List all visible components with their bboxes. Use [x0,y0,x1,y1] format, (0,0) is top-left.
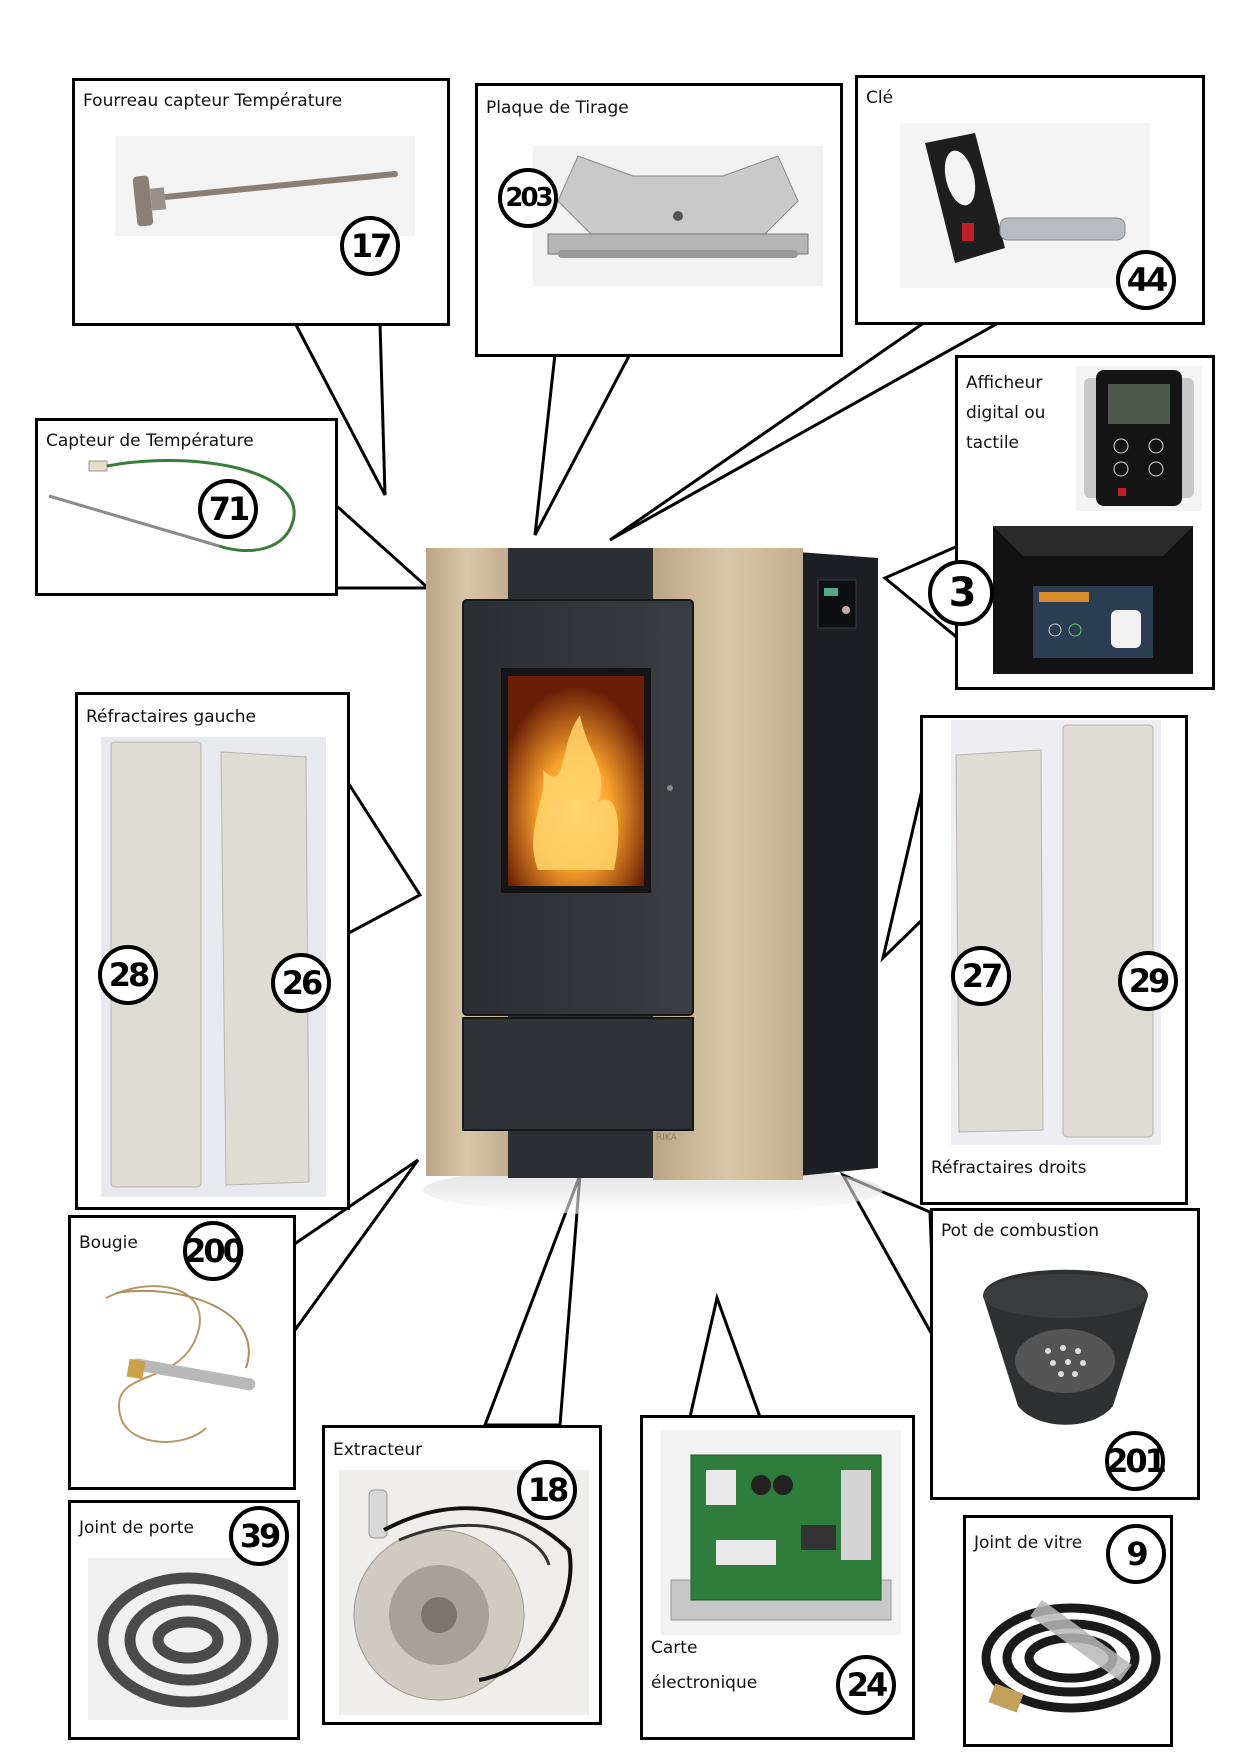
callout-plaque: Plaque de Tirage 203 [475,83,843,357]
part-number-27: 27 [951,946,1011,1006]
touch-display-illustration [993,526,1193,674]
part-label-extracteur: Extracteur [333,1440,423,1460]
callout-cle: Clé 44 [855,75,1205,325]
callout-joint-vitre: Joint de vitre 9 [963,1515,1173,1747]
part-label-refr-droits: Réfractaires droits [931,1158,1087,1178]
part-label-afficheur-3: tactile [966,433,1020,453]
part-label-carte-1: Carte [651,1638,698,1658]
part-number-44: 44 [1116,250,1176,310]
burn-pot-illustration [983,1269,1148,1425]
pellet-stove: RIKA [423,548,883,1215]
callout-fourreau: Fourreau capteur Température 17 [72,78,450,326]
callout-pot: Pot de combustion 201 [930,1208,1200,1500]
part-number-201: 201 [1105,1431,1167,1491]
part-label-joint-porte: Joint de porte [79,1518,194,1538]
part-number-200: 200 [183,1221,245,1281]
part-number-26: 26 [271,953,331,1013]
part-number-39: 39 [229,1506,289,1566]
callout-bougie: Bougie 200 [68,1215,296,1490]
part-label-cle: Clé [866,88,894,108]
part-number-203: 203 [498,168,558,228]
part-number-29: 29 [1118,951,1178,1011]
door-gasket-illustration [88,1558,288,1720]
callout-refractaires-gauche: Réfractaires gauche 28 26 [75,692,350,1210]
callout-joint-porte: Joint de porte 39 [68,1500,300,1740]
part-label-refr-gauche: Réfractaires gauche [86,707,256,727]
part-label-carte-2: électronique [651,1673,758,1693]
leader-plaque [533,352,633,536]
right-refractory-bricks-illustration [951,720,1161,1145]
part-label-plaque: Plaque de Tirage [486,98,629,118]
temperature-sensor-illustration [48,458,296,553]
circuit-board-illustration [661,1430,901,1635]
leader-carte [688,1292,763,1419]
part-label-pot: Pot de combustion [941,1221,1100,1241]
leader-capteur [328,496,432,590]
part-number-28: 28 [98,945,158,1005]
stove-logo: RIKA [656,1133,678,1143]
callout-extracteur: Extracteur 18 [322,1425,602,1725]
glass-gasket-illustration [981,1599,1161,1713]
part-label-capteur: Capteur de Température [46,431,254,451]
part-number-18: 18 [517,1460,577,1520]
callout-refractaires-droits: 27 29 Réfractaires droits [920,715,1188,1205]
callout-afficheur: Afficheur digital ou tactile [955,355,1215,690]
part-label-bougie: Bougie [79,1233,138,1253]
part-number-9: 9 [1106,1524,1166,1584]
part-label-afficheur-1: Afficheur [966,373,1043,393]
leader-refr-gauche [343,772,423,938]
igniter-plug-illustration [105,1285,256,1443]
leader-refr-droits [880,789,924,963]
callout-capteur: Capteur de Température 71 [35,418,338,596]
part-number-24: 24 [836,1655,896,1715]
callout-carte: Carte électronique 24 [640,1415,915,1740]
draft-plate-illustration [533,146,823,286]
part-number-17: 17 [340,216,400,276]
part-label-joint-vitre: Joint de vitre [974,1533,1083,1553]
key-illustration [900,123,1150,288]
part-number-3: 3 [928,560,994,626]
part-label-afficheur-2: digital ou [966,403,1046,423]
digital-display-illustration [1076,366,1202,511]
part-label-fourreau: Fourreau capteur Température [83,91,343,111]
part-number-71: 71 [198,479,258,539]
